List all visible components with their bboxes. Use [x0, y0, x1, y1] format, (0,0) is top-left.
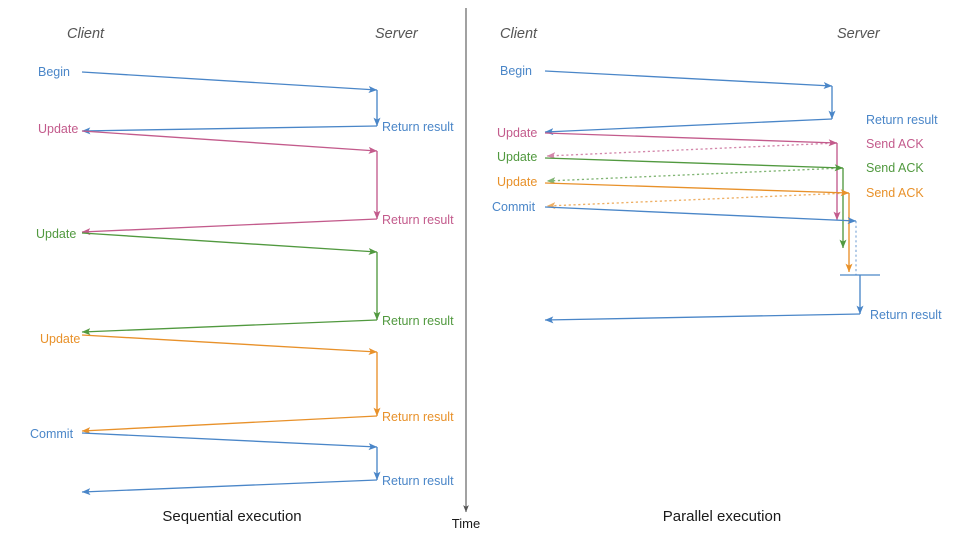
flow-update-3: [81, 334, 381, 435]
request-arrow: [81, 432, 378, 451]
lane-title-server: Server: [837, 26, 881, 42]
client-message-label: Commit: [30, 427, 74, 441]
time-axis-label: Time: [452, 516, 480, 531]
flow-begin-transaction: [544, 70, 836, 136]
request-arrow: [81, 232, 378, 255]
lane-title-client: Client: [500, 26, 538, 42]
server-message-label: Return result: [382, 474, 454, 488]
flow-update-1-ack: [544, 132, 841, 221]
client-message-label: Begin: [38, 65, 70, 79]
request-arrow: [544, 70, 833, 90]
client-message-label: Commit: [492, 200, 536, 214]
flows: [544, 70, 880, 324]
ack-arrow: [546, 142, 838, 160]
ack-arrow: [546, 167, 844, 185]
response-arrow: [81, 125, 378, 135]
client-message-label: Begin: [500, 64, 532, 78]
server-message-label: Send ACK: [866, 137, 924, 151]
server-message-label: Return result: [382, 410, 454, 424]
request-arrow: [81, 130, 378, 154]
server-message-label: Send ACK: [866, 161, 924, 175]
flow-update-3-ack: [544, 182, 853, 273]
request-arrow: [544, 132, 838, 147]
response-arrow: [81, 319, 378, 336]
flow-commit-transaction: [81, 432, 381, 496]
flow-update-1: [81, 130, 381, 236]
client-message-label: Update: [38, 122, 78, 136]
request-arrow: [544, 157, 844, 172]
client-message-label: Update: [40, 332, 80, 346]
server-message-label: Return result: [382, 120, 454, 134]
request-arrow: [544, 206, 857, 225]
response-arrow: [81, 218, 378, 236]
client-message-label: Update: [497, 126, 537, 140]
panel-caption: Sequential execution: [162, 508, 301, 525]
client-message-label: Update: [497, 150, 537, 164]
flow-update-2-ack: [544, 157, 847, 249]
response-arrow: [81, 479, 378, 496]
server-message-label: Send ACK: [866, 186, 924, 200]
divider-layer: Time: [452, 8, 480, 531]
response-arrow: [544, 313, 861, 324]
lane-title-server: Server: [375, 26, 419, 42]
request-arrow: [81, 71, 378, 93]
response-arrow: [544, 118, 833, 136]
panel-caption: Parallel execution: [663, 508, 781, 525]
ack-arrow: [546, 192, 850, 210]
flows: [81, 71, 381, 496]
server-message-label: Return result: [870, 308, 942, 322]
flow-begin-transaction: [81, 71, 381, 135]
flow-update-2: [81, 232, 381, 336]
client-message-label: Update: [497, 175, 537, 189]
server-message-label: Return result: [382, 314, 454, 328]
request-arrow: [544, 182, 850, 197]
server-message-label: Return result: [382, 213, 454, 227]
lane-title-client: Client: [67, 26, 105, 42]
response-arrow: [81, 415, 378, 435]
client-message-label: Update: [36, 227, 76, 241]
server-message-label: Return result: [866, 113, 938, 127]
flow-commit-transaction: [544, 206, 880, 324]
request-arrow: [81, 334, 378, 356]
